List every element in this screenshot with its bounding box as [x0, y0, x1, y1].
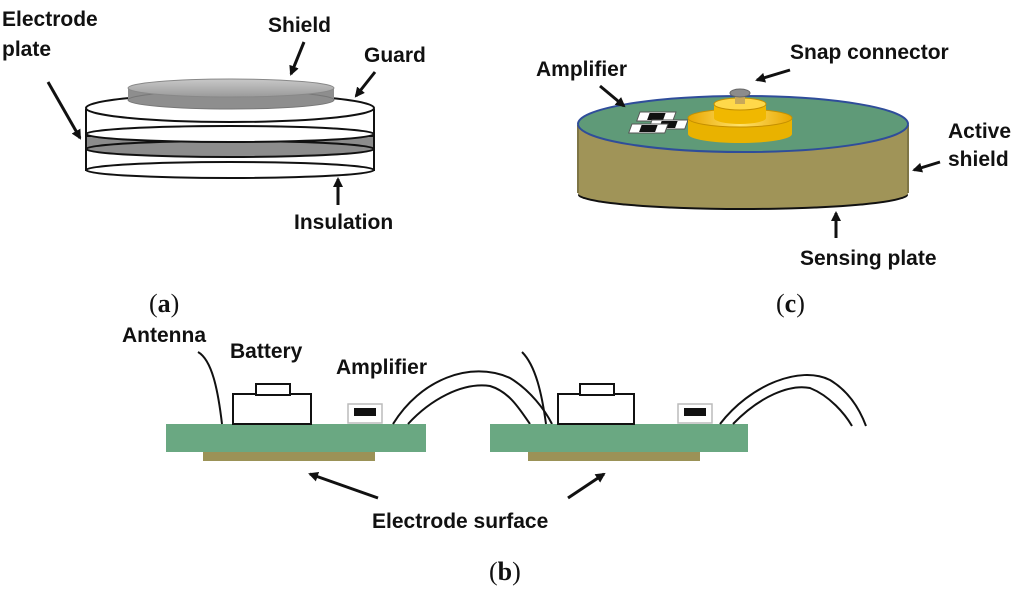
shield-disk	[127, 78, 335, 110]
caption-a: (a)	[149, 289, 180, 318]
pcb-board	[166, 424, 426, 452]
label-insulation: Insulation	[294, 211, 394, 234]
electrode-plate-arrow	[46, 81, 82, 140]
label-amplifier-c: Amplifier	[536, 58, 628, 81]
caption-c: (c)	[776, 289, 805, 318]
label-active-shield-line2: shield	[948, 148, 1009, 171]
active-shield-arrow	[912, 160, 941, 173]
lead-wire	[407, 384, 531, 425]
label-battery: Battery	[230, 340, 303, 363]
caption-b-letter: b	[497, 557, 513, 586]
caption-a-letter: a	[157, 289, 171, 318]
caption-c-letter: c	[784, 289, 797, 318]
snap-connector-arrow	[755, 68, 791, 83]
label-sensing-plate: Sensing plate	[800, 247, 937, 270]
electrode-surface-pad	[528, 452, 700, 461]
snap-connector	[687, 88, 793, 143]
shield-arrow	[289, 41, 306, 76]
label-snap-connector: Snap connector	[790, 41, 949, 64]
battery	[232, 383, 312, 425]
antenna-wire	[521, 351, 547, 425]
electrode-surface-pad	[203, 452, 375, 461]
label-electrode-plate-line1: Electrode	[2, 8, 98, 31]
antenna-wire	[197, 351, 223, 425]
battery	[557, 383, 635, 425]
pcb-board	[490, 424, 748, 452]
caption-b: (b)	[489, 557, 521, 586]
label-active-shield-line1: Active	[948, 120, 1012, 143]
amplifier-chip	[347, 403, 383, 424]
electrode-surface-arrow-right	[567, 472, 606, 500]
amplifier-chip	[677, 403, 713, 424]
panel-b-left-electrode	[166, 351, 553, 461]
amplifier-arrow-c	[599, 84, 626, 108]
lead-wire	[719, 374, 867, 427]
panel-c-active-electrode	[577, 88, 909, 210]
amplifier-chips	[628, 111, 689, 134]
panel-a-electrode-stack	[85, 78, 375, 179]
label-electrode-plate-line2: plate	[2, 38, 52, 61]
label-amplifier-b: Amplifier	[336, 356, 428, 379]
label-antenna: Antenna	[122, 324, 206, 347]
panel-b-right-electrode	[490, 351, 867, 461]
lead-wire	[392, 370, 553, 425]
label-guard: Guard	[364, 44, 426, 67]
guard-arrow	[354, 71, 377, 98]
label-electrode-surface: Electrode surface	[372, 510, 549, 533]
lead-wire	[732, 386, 853, 427]
label-shield: Shield	[268, 14, 332, 37]
electrode-surface-arrow-left	[308, 471, 379, 500]
